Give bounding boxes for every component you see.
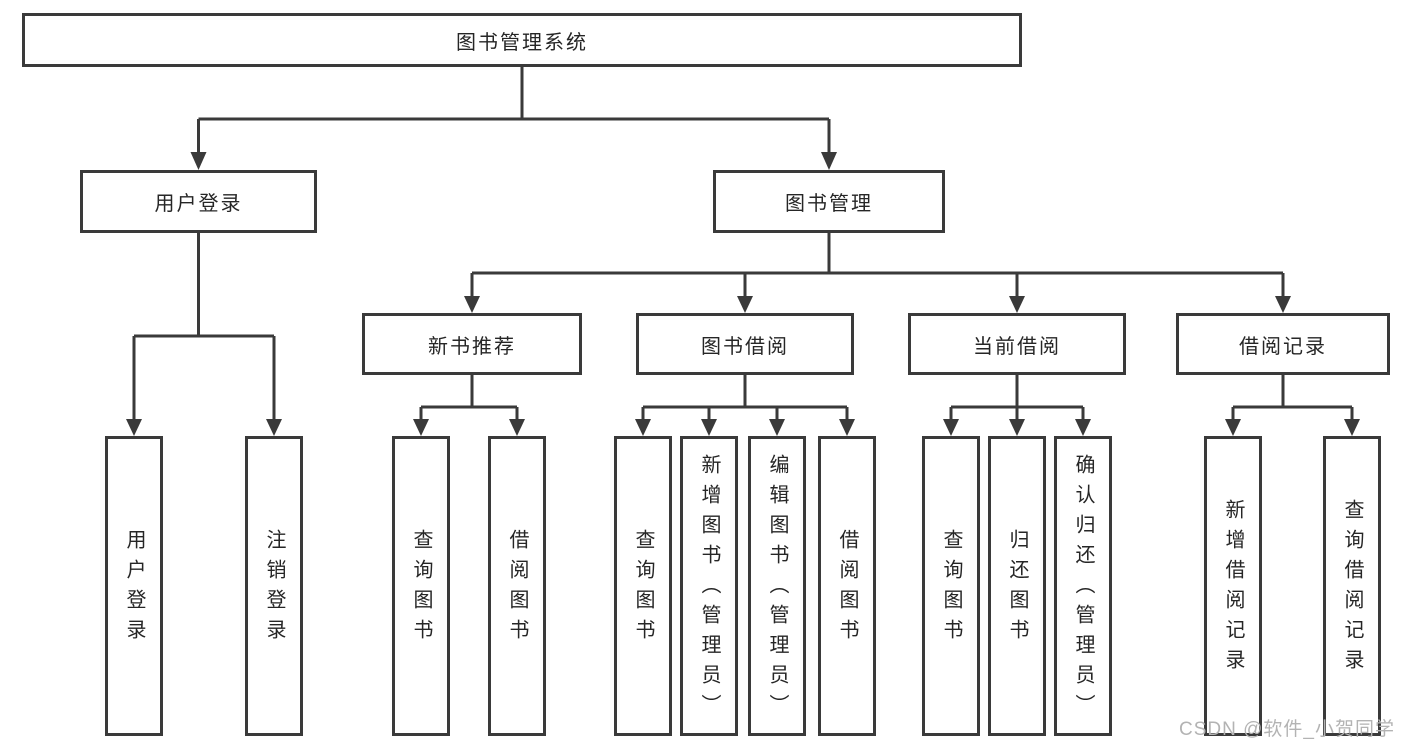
node-library-system: 图书管理系统 bbox=[22, 13, 1022, 67]
node-user-login: 用户登录 bbox=[80, 170, 317, 233]
node-new-book-recommend: 新书推荐 bbox=[362, 313, 582, 375]
leaf-return-books: 归还图书 bbox=[988, 436, 1046, 736]
leaf-query-books-3: 查询图书 bbox=[922, 436, 980, 736]
leaf-add-books-admin: 新增图书（管理员） bbox=[680, 436, 738, 736]
node-borrow-records: 借阅记录 bbox=[1176, 313, 1390, 375]
leaf-query-borrow-record: 查询借阅记录 bbox=[1323, 436, 1381, 736]
leaf-logout: 注销登录 bbox=[245, 436, 303, 736]
node-book-borrow: 图书借阅 bbox=[636, 313, 854, 375]
node-book-management: 图书管理 bbox=[713, 170, 945, 233]
leaf-query-books-1: 查询图书 bbox=[392, 436, 450, 736]
leaf-borrow-books-2: 借阅图书 bbox=[818, 436, 876, 736]
leaf-query-books-2: 查询图书 bbox=[614, 436, 672, 736]
connector-stems bbox=[132, 67, 1354, 420]
leaf-user-login: 用户登录 bbox=[105, 436, 163, 736]
arrow-down-icons bbox=[126, 152, 1360, 436]
leaf-add-borrow-record: 新增借阅记录 bbox=[1204, 436, 1262, 736]
leaf-borrow-books-1: 借阅图书 bbox=[488, 436, 546, 736]
watermark: CSDN @软件_小贺同学 bbox=[1179, 719, 1395, 740]
leaf-edit-books-admin: 编辑图书（管理员） bbox=[748, 436, 806, 736]
leaf-confirm-return-admin: 确认归还（管理员） bbox=[1054, 436, 1112, 736]
node-current-borrow: 当前借阅 bbox=[908, 313, 1126, 375]
